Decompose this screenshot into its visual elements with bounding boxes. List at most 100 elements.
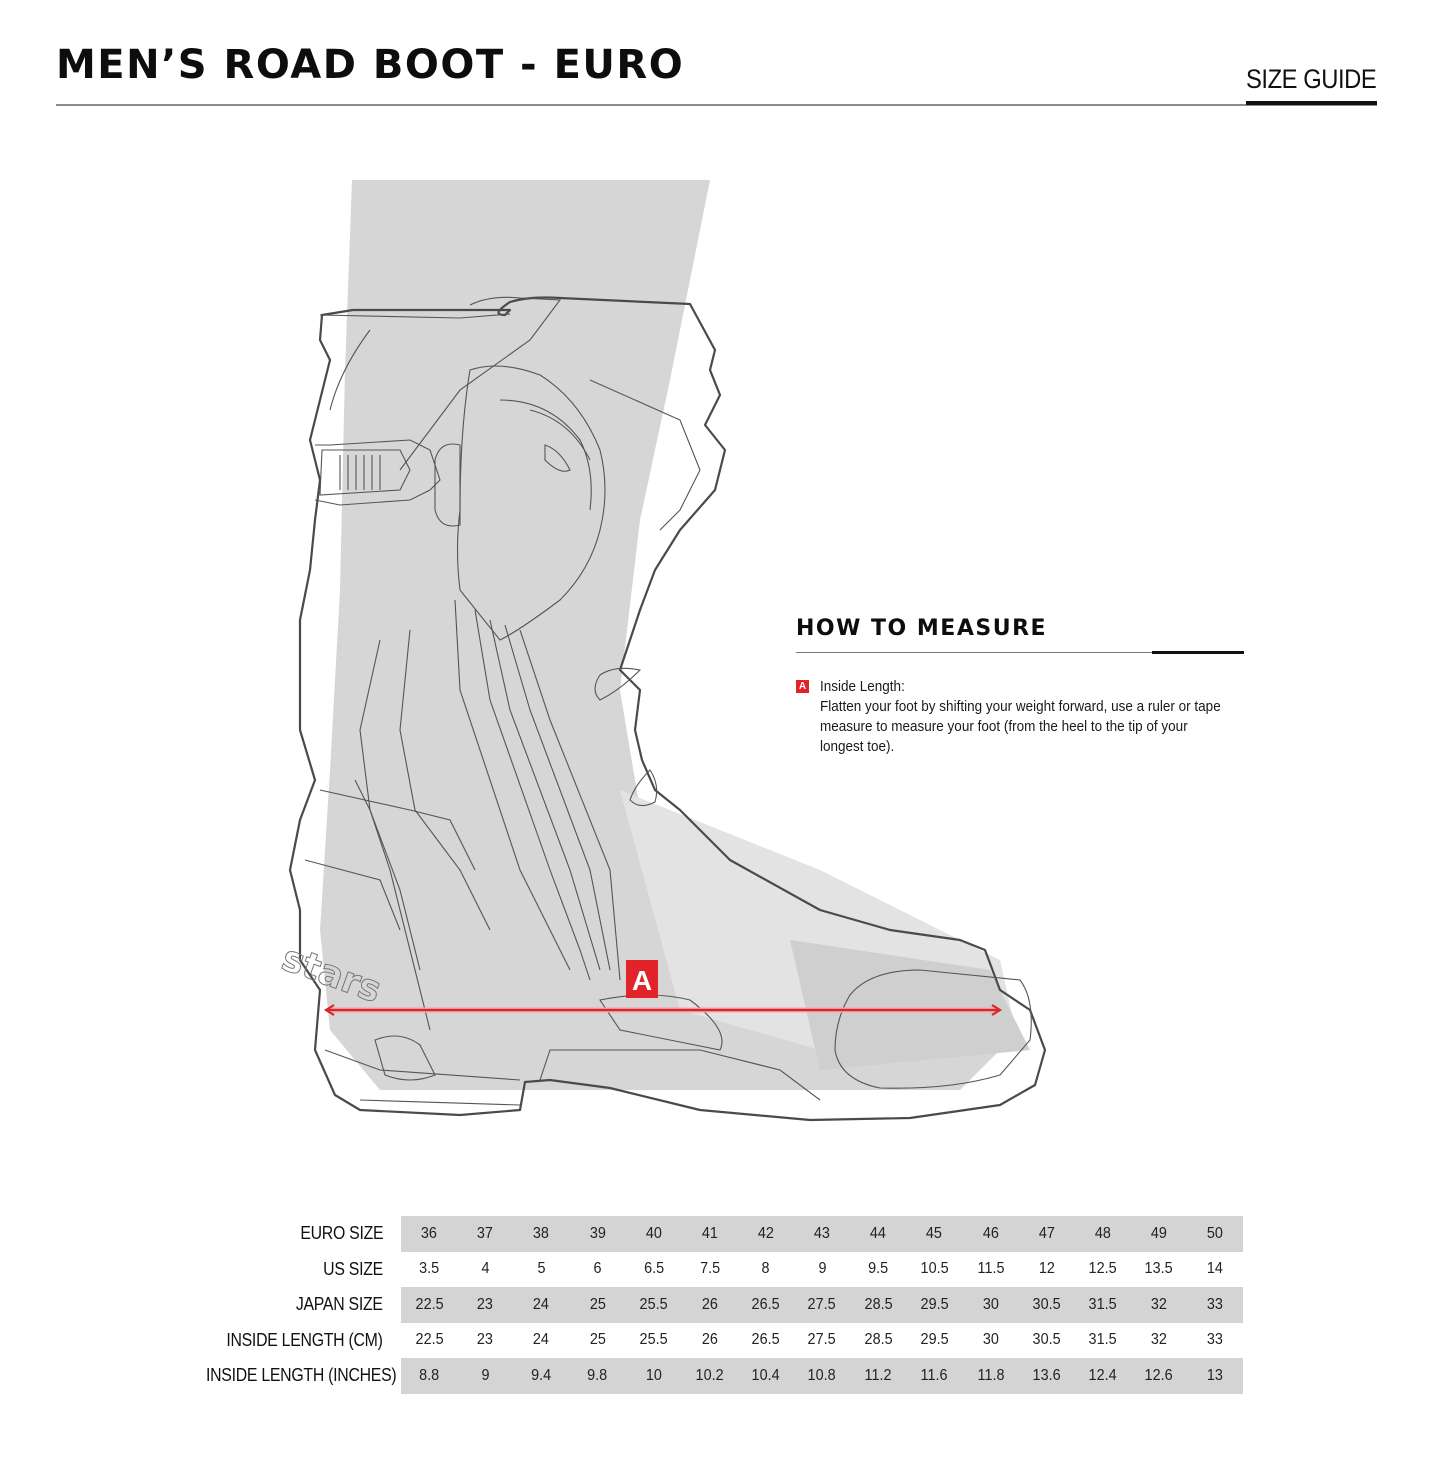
table-cell: 25.5 <box>626 1287 682 1323</box>
cell-value: 23 <box>477 1295 494 1313</box>
cell-value: 12.6 <box>1144 1366 1173 1384</box>
table-cell: 50 <box>1187 1216 1243 1252</box>
cell-value: 8 <box>761 1260 770 1278</box>
boot-outline <box>288 296 1047 1122</box>
table-cell: 11.2 <box>850 1358 906 1394</box>
table-cell: 40 <box>626 1216 682 1252</box>
table-cell: 13.5 <box>1131 1252 1187 1288</box>
table-cell: 26 <box>682 1287 738 1323</box>
leg-silhouette <box>320 180 1000 1090</box>
table-cell: 31.5 <box>1075 1323 1131 1359</box>
cell-value: 12.4 <box>1088 1366 1117 1384</box>
cell-value: 22.5 <box>415 1295 444 1313</box>
table-cell: 5 <box>513 1252 569 1288</box>
cell-value: 9 <box>818 1260 827 1278</box>
table-cell: 27.5 <box>794 1323 850 1359</box>
table-cell: 26.5 <box>738 1287 794 1323</box>
cell-value: 40 <box>645 1224 662 1242</box>
table-row-japan-size: JAPAN SIZE 22.5 23 24 25 25.5 26 26.5 27… <box>180 1287 1244 1323</box>
table-cell: 32 <box>1131 1287 1187 1323</box>
row-cells: 22.5 23 24 25 25.5 26 26.5 27.5 28.5 29.… <box>401 1287 1243 1323</box>
row-label: JAPAN SIZE <box>296 1294 383 1315</box>
table-cell: 25 <box>569 1287 625 1323</box>
table-cell: 37 <box>457 1216 513 1252</box>
cell-value: 27.5 <box>808 1295 837 1313</box>
cell-value: 47 <box>1038 1224 1055 1242</box>
table-cell: 24 <box>513 1323 569 1359</box>
cell-value: 26 <box>701 1331 718 1349</box>
cell-value: 25.5 <box>639 1295 668 1313</box>
measure-description: Flatten your foot by shifting your weigh… <box>820 698 1221 755</box>
table-cell: 49 <box>1131 1216 1187 1252</box>
cell-value: 11.2 <box>864 1366 892 1384</box>
cell-value: 46 <box>982 1224 999 1242</box>
how-to-measure-panel: HOW TO MEASURE A Inside Length: Flatten … <box>796 612 1244 757</box>
cell-value: 31.5 <box>1088 1295 1117 1313</box>
cell-value: 25.5 <box>639 1331 668 1349</box>
cell-value: 49 <box>1150 1224 1167 1242</box>
table-cell: 12.4 <box>1075 1358 1131 1394</box>
size-guide-underline <box>1246 101 1377 105</box>
table-row-euro-size: EURO SIZE 36 37 38 39 40 41 42 43 44 45 … <box>180 1216 1244 1252</box>
table-cell: 26 <box>682 1323 738 1359</box>
table-cell: 9 <box>457 1358 513 1394</box>
marker-a-label: A <box>632 965 652 996</box>
row-cells: 3.5 4 5 6 6.5 7.5 8 9 9.5 10.5 11.5 12 1… <box>401 1252 1243 1288</box>
table-cell: 33 <box>1187 1323 1243 1359</box>
table-cell: 13.6 <box>1019 1358 1075 1394</box>
table-cell: 33 <box>1187 1287 1243 1323</box>
row-cells: 36 37 38 39 40 41 42 43 44 45 46 47 48 4… <box>401 1216 1243 1252</box>
table-cell: 41 <box>682 1216 738 1252</box>
table-cell: 3.5 <box>401 1252 457 1288</box>
cell-value: 26.5 <box>751 1295 780 1313</box>
table-cell: 27.5 <box>794 1287 850 1323</box>
cell-value: 36 <box>421 1224 438 1242</box>
table-row-inside-length-inches: INSIDE LENGTH (INCHES) 8.8 9 9.4 9.8 10 … <box>180 1358 1244 1394</box>
cell-value: 31.5 <box>1088 1331 1117 1349</box>
size-guide-label: SIZE GUIDE <box>1246 64 1377 94</box>
table-cell: 25 <box>569 1323 625 1359</box>
cell-value: 48 <box>1094 1224 1111 1242</box>
cell-value: 25 <box>589 1331 606 1349</box>
table-cell: 12.6 <box>1131 1358 1187 1394</box>
table-cell: 9.8 <box>569 1358 625 1394</box>
cell-value: 9.4 <box>531 1366 552 1384</box>
cell-value: 44 <box>870 1224 887 1242</box>
table-cell: 11.5 <box>962 1252 1018 1288</box>
measure-label: Inside Length: <box>820 678 905 695</box>
cell-value: 28.5 <box>864 1295 893 1313</box>
cell-value: 29.5 <box>920 1295 949 1313</box>
table-cell: 32 <box>1131 1323 1187 1359</box>
table-cell: 10.2 <box>682 1358 738 1394</box>
table-cell: 42 <box>738 1216 794 1252</box>
cell-value: 32 <box>1150 1295 1167 1313</box>
table-cell: 4 <box>457 1252 513 1288</box>
cell-value: 10.4 <box>751 1366 780 1384</box>
cell-value: 10.8 <box>808 1366 837 1384</box>
row-cells: 8.8 9 9.4 9.8 10 10.2 10.4 10.8 11.2 11.… <box>401 1358 1243 1394</box>
cell-value: 11.6 <box>920 1366 948 1384</box>
how-to-measure-divider <box>796 651 1244 654</box>
row-label: INSIDE LENGTH (INCHES) <box>205 1365 397 1386</box>
cell-value: 5 <box>537 1260 546 1278</box>
cell-value: 33 <box>1207 1331 1224 1349</box>
cell-value: 33 <box>1207 1295 1224 1313</box>
table-row-inside-length-cm: INSIDE LENGTH (CM) 22.5 23 24 25 25.5 26… <box>180 1323 1244 1359</box>
table-cell: 13 <box>1187 1358 1243 1394</box>
cell-value: 7.5 <box>699 1260 720 1278</box>
cell-value: 6.5 <box>643 1260 664 1278</box>
table-cell: 9 <box>794 1252 850 1288</box>
table-cell: 38 <box>513 1216 569 1252</box>
table-cell: 11.6 <box>906 1358 962 1394</box>
table-cell: 26.5 <box>738 1323 794 1359</box>
cell-value: 10.2 <box>695 1366 724 1384</box>
row-label: EURO SIZE <box>299 1223 383 1244</box>
cell-value: 9.8 <box>587 1366 608 1384</box>
cell-value: 25 <box>589 1295 606 1313</box>
table-cell: 9.4 <box>513 1358 569 1394</box>
marker-a-badge <box>626 960 658 998</box>
cell-value: 37 <box>477 1224 494 1242</box>
how-to-measure-title: HOW TO MEASURE <box>796 616 1048 641</box>
cell-value: 43 <box>814 1224 831 1242</box>
cell-value: 13.5 <box>1144 1260 1173 1278</box>
